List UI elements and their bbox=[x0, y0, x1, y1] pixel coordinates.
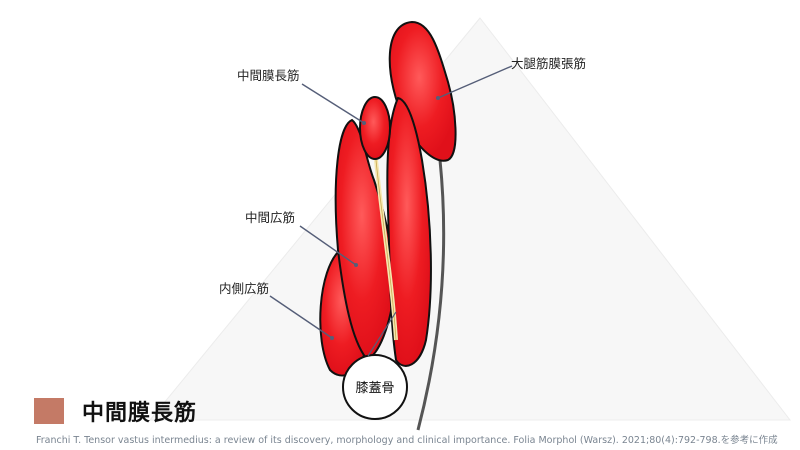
vastus-intermedius-muscle bbox=[334, 118, 396, 359]
label-tensor-vastus-intermedius: 中間膜長筋 bbox=[237, 68, 300, 83]
leader-line-patella bbox=[367, 311, 397, 357]
legend-label: 中間膜長筋 bbox=[82, 401, 198, 426]
leader-dot-tva bbox=[362, 121, 366, 125]
patella-label: 膝蓋骨 bbox=[355, 381, 394, 396]
label-vastus-intermedius: 中間広筋 bbox=[245, 210, 295, 225]
patella bbox=[342, 354, 408, 420]
leader-dot-tfl bbox=[436, 96, 440, 100]
leader-line-vm bbox=[269, 295, 333, 339]
lateral-muscle-belly bbox=[386, 96, 432, 367]
leader-dot-vi bbox=[354, 263, 358, 267]
leader-line-tva bbox=[301, 83, 365, 124]
legend-swatch bbox=[34, 398, 64, 424]
tva-tendon-outline bbox=[375, 159, 397, 341]
leader-line-vi bbox=[299, 225, 357, 266]
label-vastus-medialis: 内側広筋 bbox=[219, 281, 269, 296]
leader-dot-vm bbox=[330, 336, 334, 340]
leader-line-tfl bbox=[437, 65, 513, 99]
legend: 中間膜長筋 bbox=[34, 398, 198, 426]
tensor-vastus-intermedius-muscle bbox=[359, 96, 391, 160]
citation: Franchi T. Tensor vastus intermedius: a … bbox=[36, 435, 778, 446]
background-shape bbox=[148, 17, 792, 421]
fascia-lata-line bbox=[416, 159, 446, 431]
label-tensor-fasciae-latae: 大腿筋膜張筋 bbox=[511, 56, 586, 71]
tensor-fasciae-latae-muscle bbox=[388, 20, 457, 162]
